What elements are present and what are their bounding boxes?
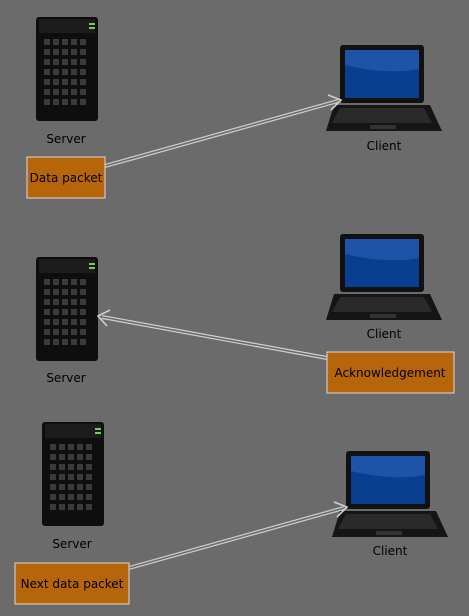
server-icon [36, 257, 98, 361]
data-packet-box: Data packet [26, 156, 106, 199]
server-label: Server [46, 132, 85, 146]
arrow-server-to-client [104, 94, 343, 168]
arrow-client-to-server [96, 309, 328, 360]
laptop-icon [326, 234, 442, 320]
client-label: Client [373, 544, 408, 558]
server-icon [42, 422, 104, 526]
message-label: Acknowledgement [334, 366, 445, 380]
message-label: Data packet [30, 171, 103, 185]
laptop-icon [332, 451, 448, 537]
acknowledgement-box: Acknowledgement [326, 351, 455, 394]
message-label: Next data packet [21, 577, 124, 591]
server-icon [36, 17, 98, 121]
server-label: Server [52, 537, 91, 551]
laptop-icon [326, 45, 442, 131]
arrow-server-to-client [128, 501, 349, 570]
next-data-packet-box: Next data packet [14, 562, 130, 605]
client-label: Client [367, 139, 402, 153]
server-label: Server [46, 371, 85, 385]
client-label: Client [367, 327, 402, 341]
